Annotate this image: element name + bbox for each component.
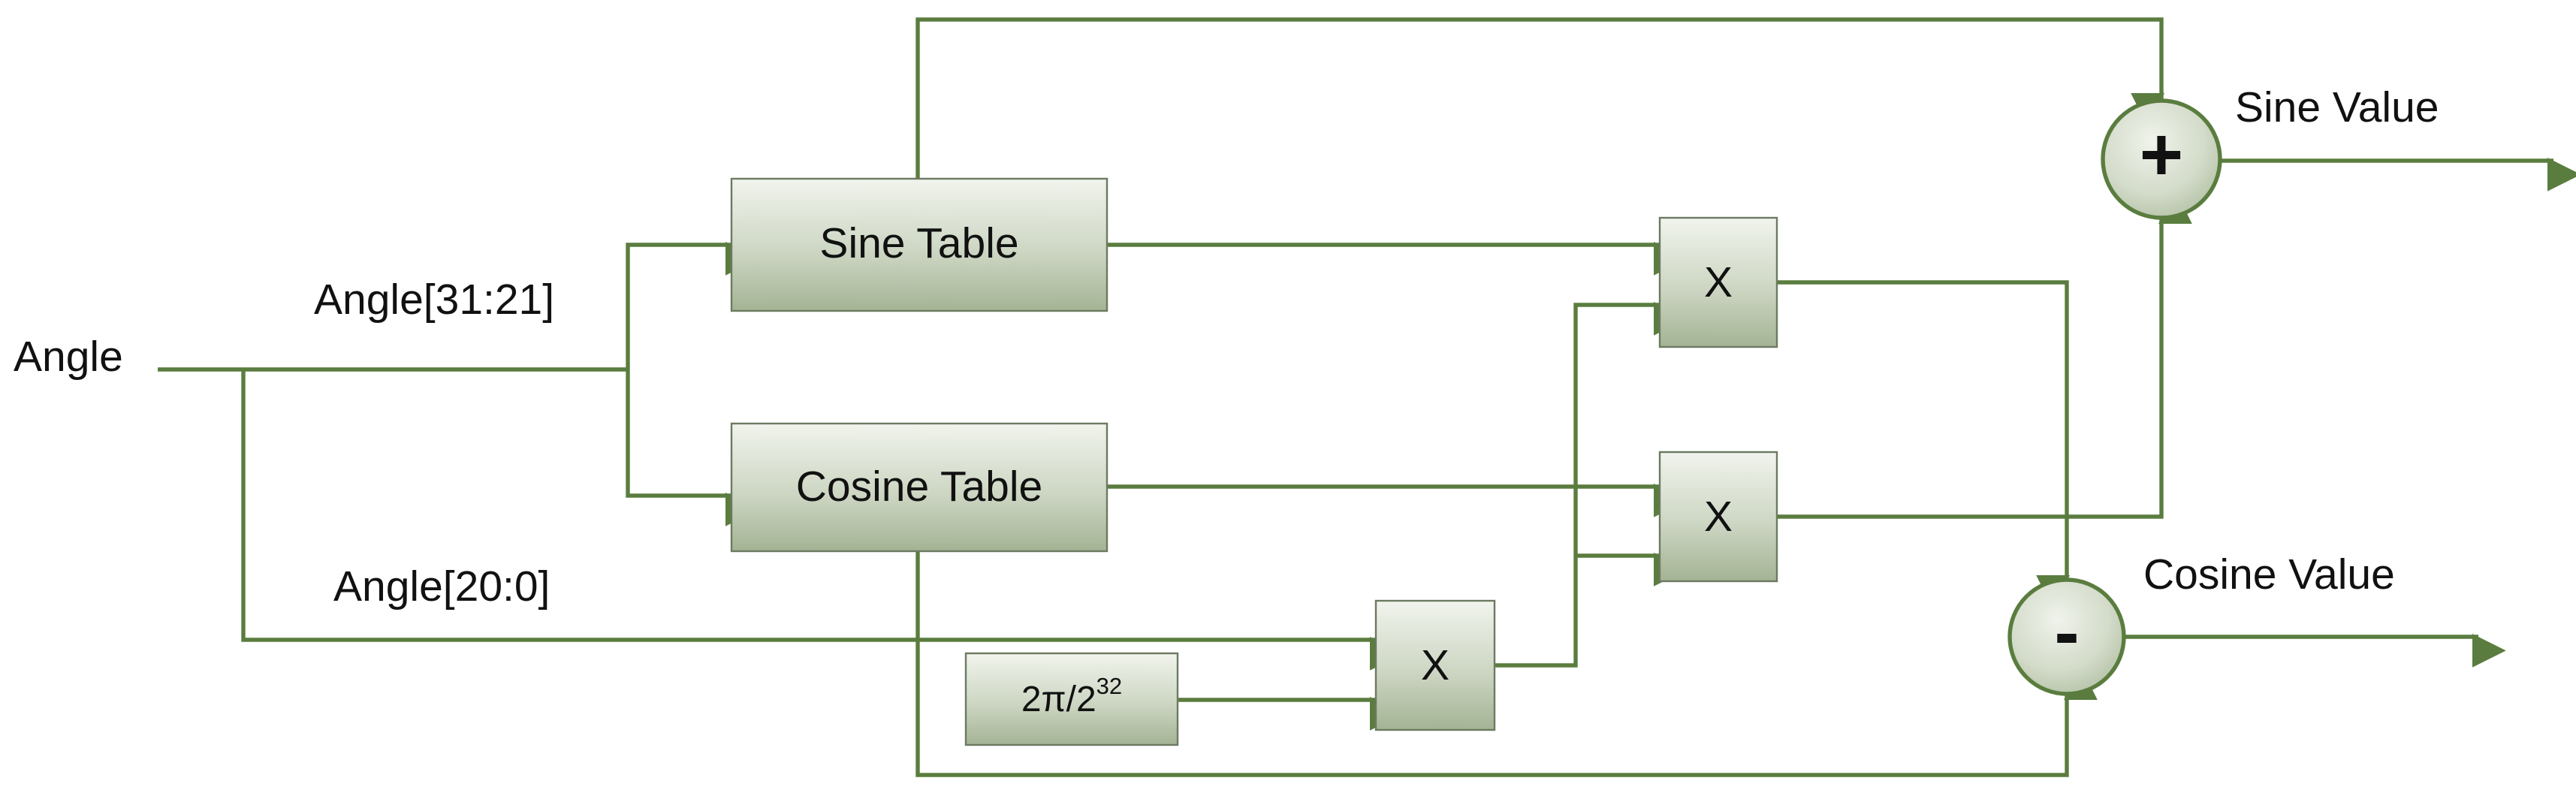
multiplier-1-symbol: X <box>1704 258 1733 306</box>
multiplier-2: X <box>1658 451 1778 583</box>
subtractor: - <box>2007 577 2126 696</box>
sine-output-label: Sine Value <box>2235 83 2439 131</box>
constant-block: 2π/232 <box>964 652 1179 746</box>
constant-exponent: 32 <box>1096 673 1122 699</box>
multiplier-1: X <box>1658 216 1778 348</box>
angle-input-label: Angle <box>14 333 123 381</box>
cosine-output-label: Cosine Value <box>2143 550 2395 599</box>
wire-mult2-to-adder <box>1777 190 2192 519</box>
sine-table-block: Sine Table <box>730 177 1109 312</box>
constant-base: 2π/2 <box>1021 680 1096 719</box>
wire-to-sine-table <box>626 242 759 369</box>
multiplier-2-symbol: X <box>1704 493 1733 541</box>
multiplier-3-symbol: X <box>1421 641 1449 689</box>
adder: + <box>2101 98 2222 220</box>
cosine-table-label: Cosine Table <box>796 463 1043 511</box>
wire-mult1-to-subtractor <box>1777 280 2070 609</box>
wire-to-cosine-table <box>626 369 759 526</box>
sine-table-label: Sine Table <box>819 219 1018 267</box>
wire-sine-to-adder <box>915 17 2164 180</box>
wire-mult3-out <box>1495 302 1688 668</box>
multiplier-3: X <box>1374 599 1496 731</box>
wires <box>158 17 2576 777</box>
cosine-table-block: Cosine Table <box>730 422 1109 553</box>
low-bits-label: Angle[20:0] <box>333 562 550 611</box>
high-bits-label: Angle[31:21] <box>314 276 554 324</box>
subtractor-symbol: - <box>2054 590 2079 674</box>
adder-symbol: + <box>2140 113 2183 197</box>
constant-label: 2π/232 <box>1021 673 1122 719</box>
wire-cosine-to-subtractor <box>915 550 2098 777</box>
wire-low-bits <box>241 369 1404 671</box>
